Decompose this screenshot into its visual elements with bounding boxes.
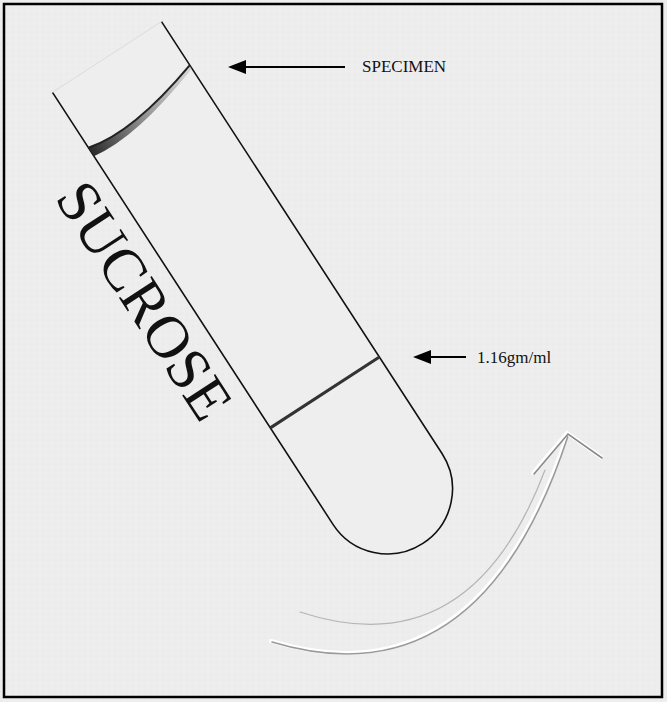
specimen-meniscus [81, 65, 204, 157]
leader-line [236, 66, 345, 68]
sucrose-interface [270, 357, 379, 428]
rotation-arrow-shaft [272, 436, 568, 654]
rotation-arrow-head [534, 434, 602, 474]
tube-rim [52, 22, 161, 93]
density-label: 1.16gm/ml [477, 349, 551, 366]
rotation-arrow-inner [300, 470, 545, 624]
specimen-meniscus-line [81, 65, 200, 151]
frame [4, 4, 662, 697]
rotation-arrow-highlight [271, 435, 567, 653]
arrow-head [228, 60, 246, 74]
leader-arrows [228, 60, 466, 364]
rotation-arrow-head-highlight [533, 433, 601, 473]
specimen-label: SPECIMEN [362, 58, 446, 75]
rotation-arrow [271, 433, 602, 654]
arrow-head [413, 350, 431, 364]
